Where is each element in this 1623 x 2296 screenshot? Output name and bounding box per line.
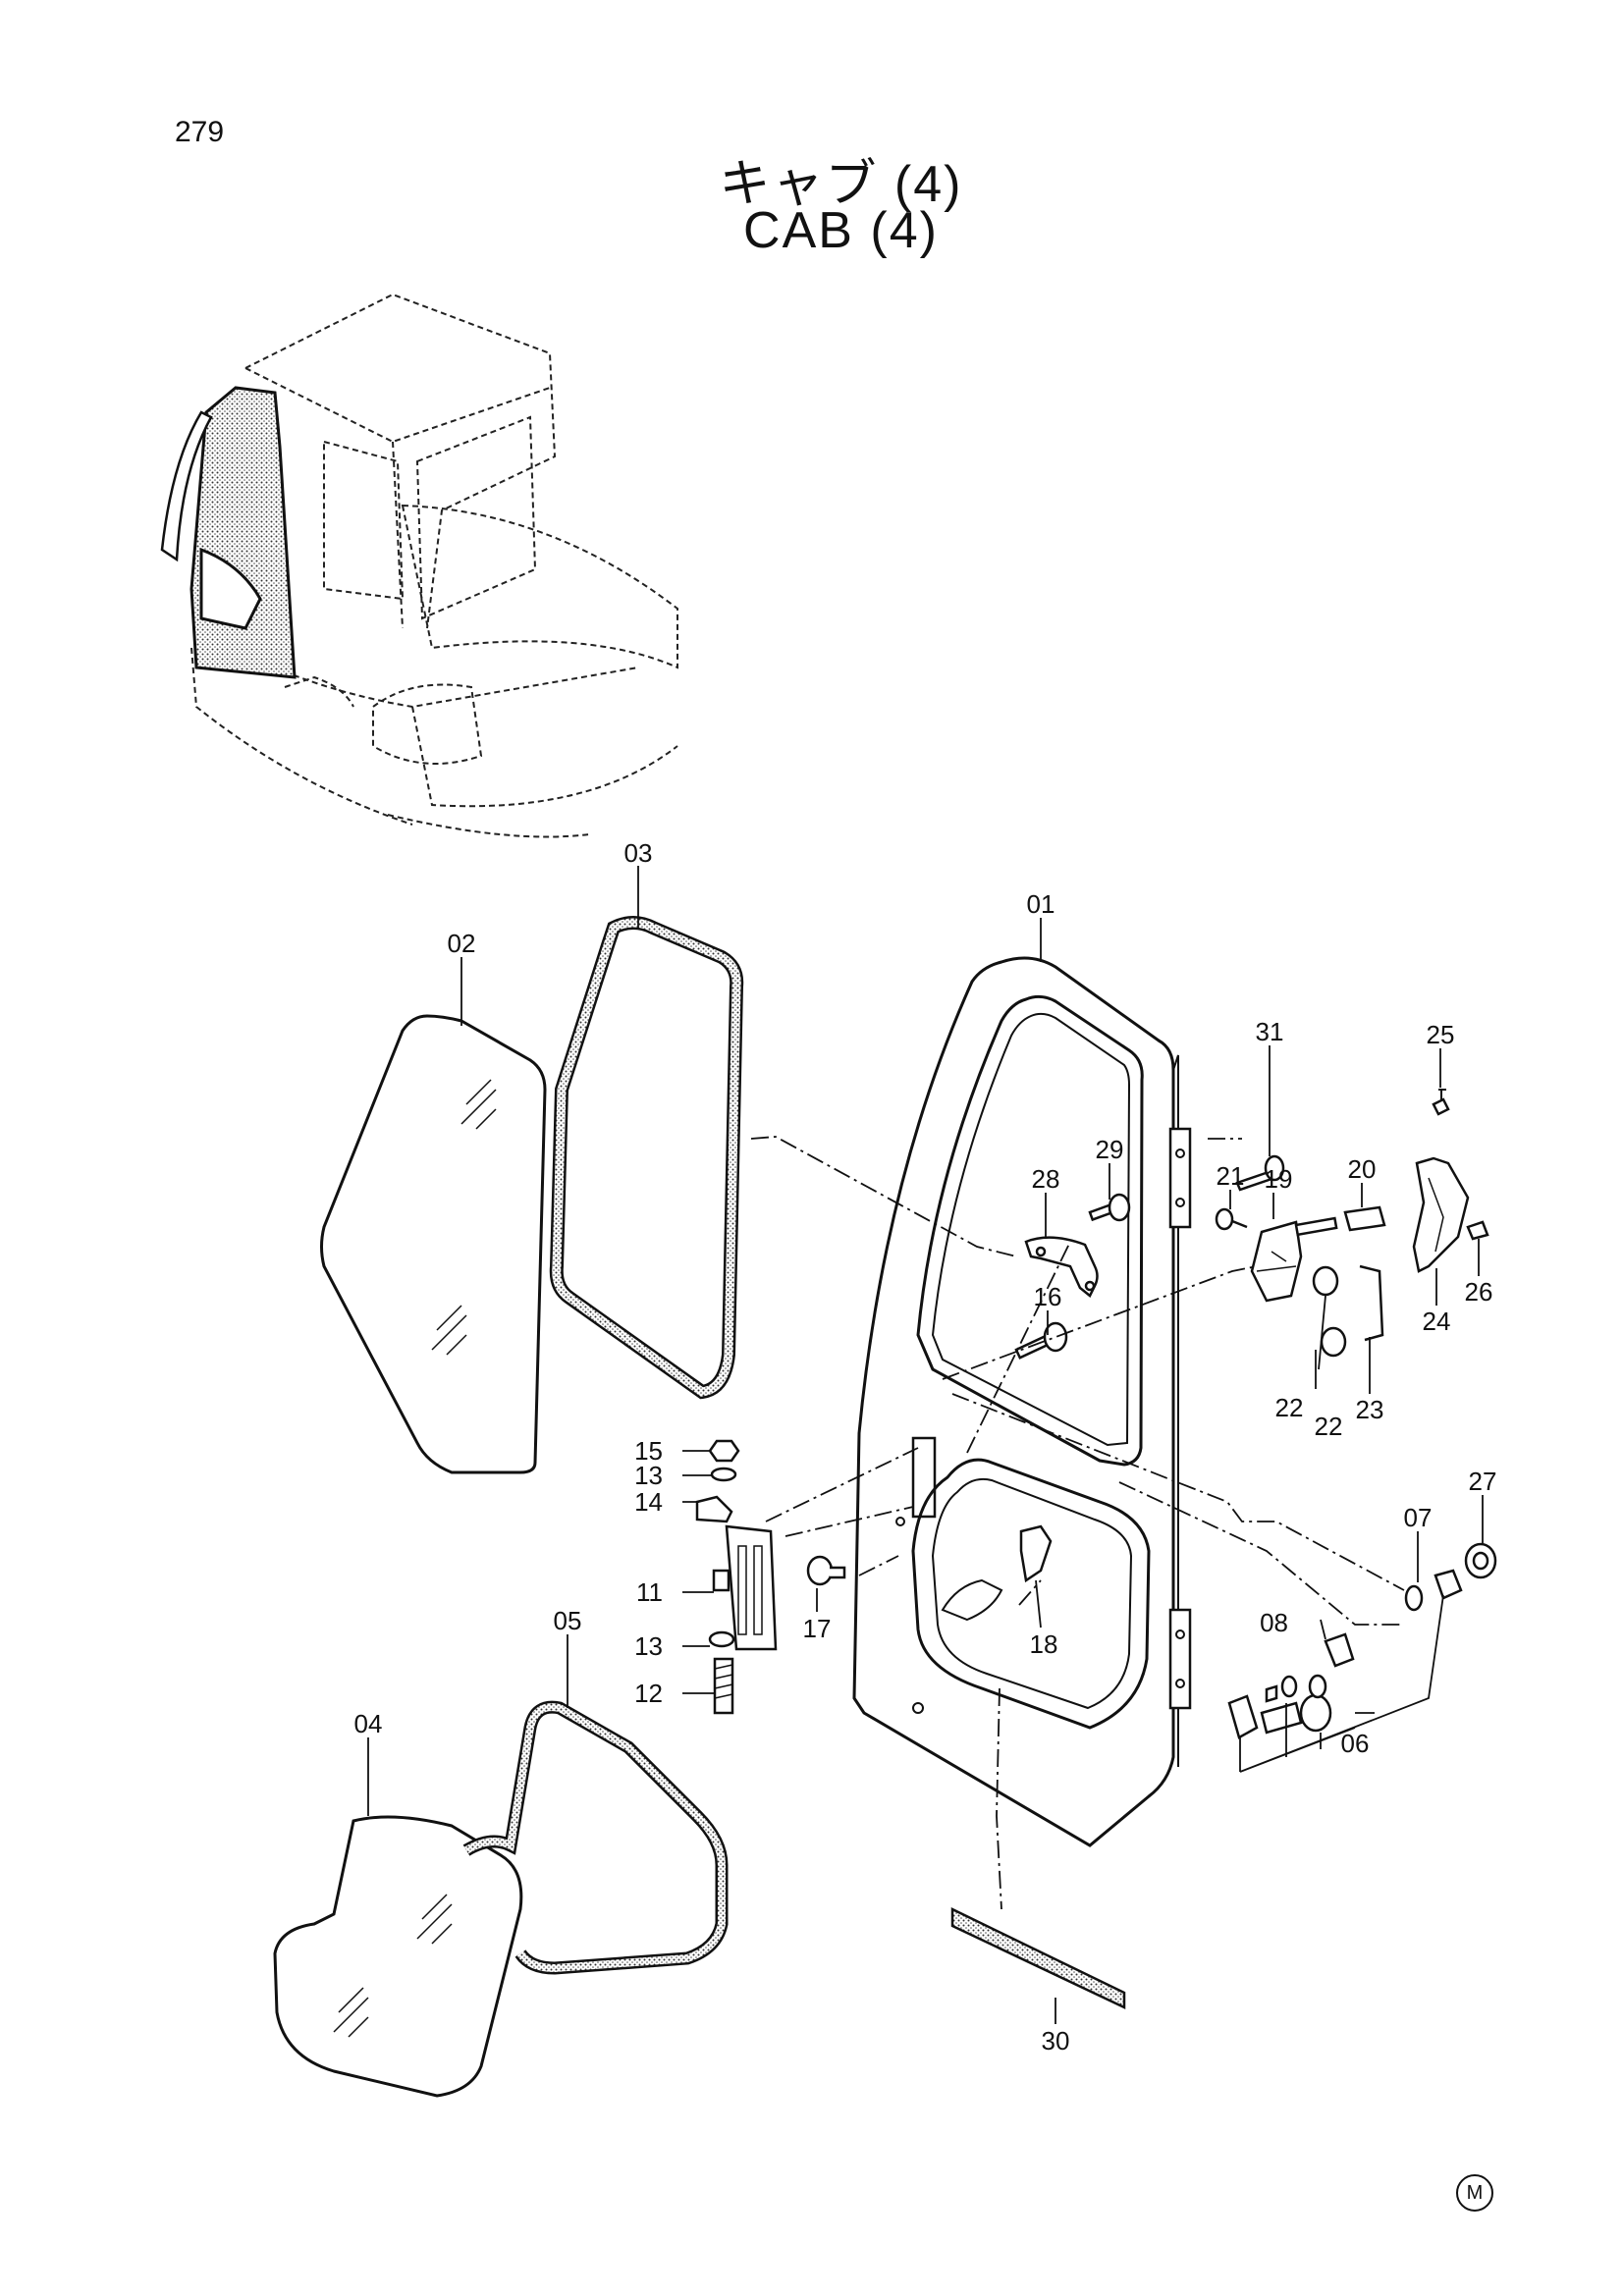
- latch-components: [806, 1089, 1497, 1739]
- weather-strip: [950, 1907, 1126, 2009]
- inner-handle: [695, 1439, 778, 1715]
- lower-glass: [273, 1815, 523, 2098]
- part-label-07: 07: [1404, 1503, 1433, 1532]
- part-label-02: 02: [448, 929, 476, 958]
- part-label-13-upper: 13: [634, 1461, 663, 1490]
- part-label-26: 26: [1465, 1277, 1493, 1307]
- part-label-08: 08: [1260, 1608, 1288, 1637]
- part-label-04: 04: [354, 1709, 383, 1738]
- part-label-28: 28: [1032, 1164, 1060, 1194]
- part-label-22-left: 22: [1275, 1393, 1304, 1422]
- part-label-17: 17: [803, 1614, 832, 1643]
- part-label-12: 12: [634, 1679, 663, 1708]
- leader-lines: [367, 866, 1484, 2024]
- part-label-25: 25: [1427, 1020, 1455, 1049]
- part-label-22-right: 22: [1315, 1412, 1343, 1441]
- lower-seal: [462, 1700, 729, 1975]
- part-labels: 03 02 01 04 05 31 25 29 28 20 21 19 16 2…: [354, 838, 1497, 2056]
- part-label-29: 29: [1096, 1135, 1124, 1164]
- part-label-19: 19: [1265, 1164, 1293, 1194]
- part-label-03: 03: [624, 838, 653, 868]
- part-label-06: 06: [1341, 1729, 1370, 1758]
- upper-glass: [320, 1014, 547, 1474]
- part-label-01: 01: [1027, 889, 1055, 919]
- part-label-05: 05: [554, 1606, 582, 1635]
- revision-mark: M: [1456, 2174, 1493, 2212]
- part-label-20: 20: [1348, 1154, 1377, 1184]
- title-english: CAB (4): [743, 202, 939, 259]
- alignment-lines: [750, 1136, 1405, 1910]
- part-label-18: 18: [1030, 1629, 1058, 1659]
- part-label-11: 11: [636, 1577, 663, 1607]
- machine-door-highlight: [160, 386, 297, 679]
- part-label-31: 31: [1256, 1017, 1284, 1046]
- part-label-15: 15: [634, 1436, 663, 1466]
- part-label-21: 21: [1217, 1161, 1245, 1191]
- part-label-16: 16: [1034, 1282, 1062, 1311]
- part-label-13-lower: 13: [634, 1631, 663, 1661]
- part-label-27: 27: [1469, 1467, 1497, 1496]
- part-label-24: 24: [1423, 1307, 1451, 1336]
- part-label-30: 30: [1042, 2026, 1070, 2056]
- upper-seal: [549, 916, 744, 1400]
- door-frame: [852, 956, 1192, 1847]
- page-number: 279: [175, 116, 225, 148]
- title-japanese: キャブ (4): [719, 156, 963, 213]
- part-label-14: 14: [634, 1487, 663, 1517]
- part-label-23: 23: [1356, 1395, 1384, 1424]
